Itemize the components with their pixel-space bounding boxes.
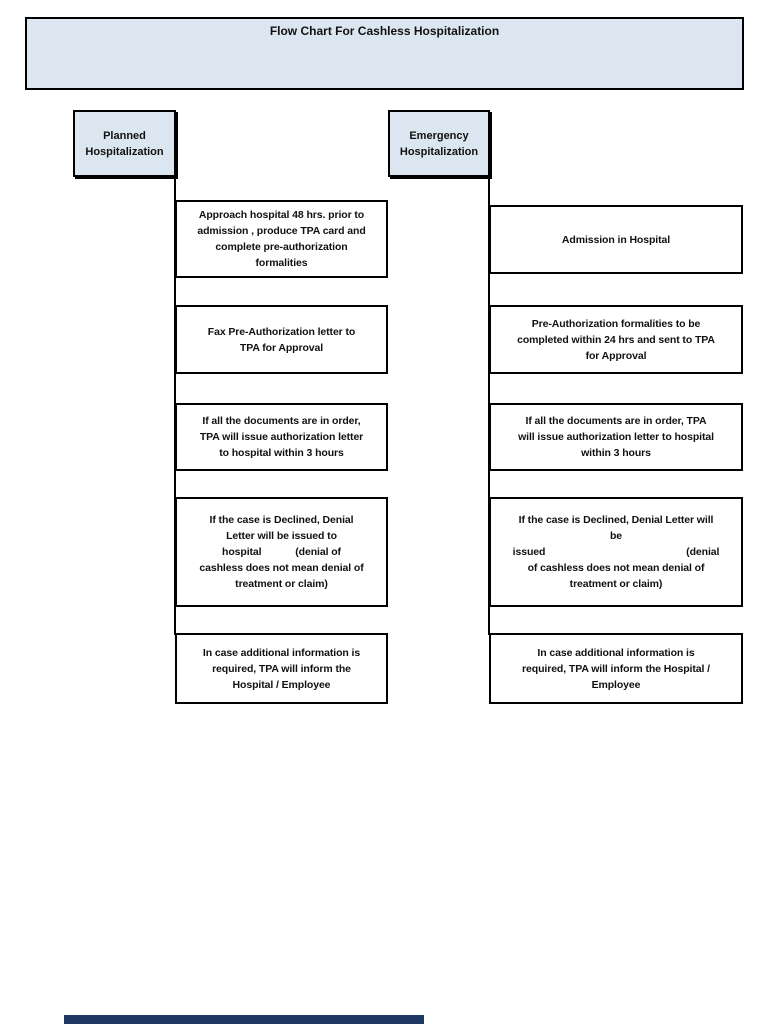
flowchart-title-box: Flow Chart For Cashless Hospitalization <box>25 17 744 90</box>
planned-step-authorization-letter: If all the documents are in order, TPA w… <box>175 403 388 471</box>
page-title: Flow Chart For Cashless Hospitalization <box>269 24 500 38</box>
planned-step-denial-letter: If the case is Declined, Denial Letter w… <box>175 497 388 607</box>
emergency-hospitalization-header: Emergency Hospitalization <box>388 110 490 177</box>
emergency-step-additional-information: In case additional information is requir… <box>489 633 743 704</box>
planned-hospitalization-header: Planned Hospitalization <box>73 110 176 177</box>
planned-step-fax-preauthorization: Fax Pre-Authorization letter to TPA for … <box>175 305 388 374</box>
emergency-step-admission: Admission in Hospital <box>489 205 743 274</box>
planned-step-approach-hospital: Approach hospital 48 hrs. prior to admis… <box>175 200 388 278</box>
footer-divider-bar <box>64 1015 424 1024</box>
emergency-step-denial-letter: If the case is Declined, Denial Letter w… <box>489 497 743 607</box>
emergency-step-preauthorization-formalities: Pre-Authorization formalities to be comp… <box>489 305 743 374</box>
planned-step-additional-information: In case additional information is requir… <box>175 633 388 704</box>
emergency-step-authorization-letter: If all the documents are in order, TPA w… <box>489 403 743 471</box>
